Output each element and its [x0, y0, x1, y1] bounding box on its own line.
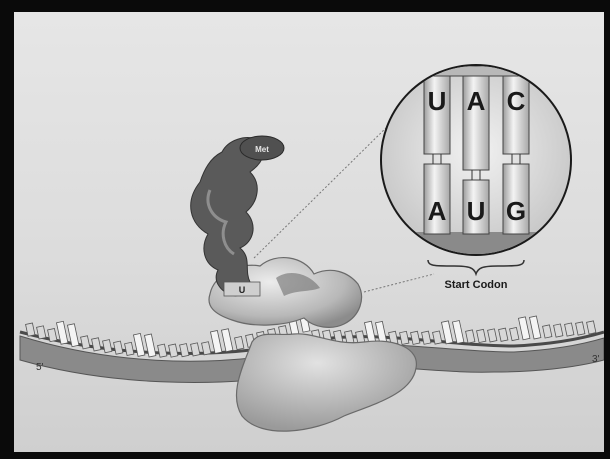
mrna-base: [125, 342, 134, 355]
mrna-base: [158, 344, 167, 357]
small-ribosomal-subunit: [236, 334, 416, 431]
illustration-panel: 5' 3' Met U: [14, 12, 604, 452]
five-prime-label: 5': [36, 362, 44, 373]
anticodon-small-label: U: [239, 285, 246, 295]
start-codon-brace: [428, 260, 524, 274]
trna-anticodon-small: U: [224, 282, 260, 296]
mrna-base: [529, 316, 540, 339]
mrna-base: [422, 331, 431, 344]
anticodon-letter-u: U: [428, 86, 447, 116]
mrna-base: [510, 327, 519, 340]
mrna-base: [543, 325, 552, 338]
mrna-base: [114, 341, 123, 354]
mrna-base: [169, 344, 178, 357]
mrna-base: [235, 336, 244, 349]
mrna-base: [477, 329, 486, 342]
mrna-base: [587, 321, 596, 334]
codon-zoom-circle: U A C A U G: [376, 64, 576, 262]
mrna-base: [565, 323, 574, 336]
mrna-base: [81, 336, 90, 349]
mrna-base: [400, 331, 409, 344]
mrna-base: [92, 338, 101, 351]
codon-letter-g: G: [506, 196, 526, 226]
mrna-base: [518, 317, 529, 340]
mrna-base: [210, 330, 221, 353]
translation-initiation-diagram: 5' 3' Met U: [14, 12, 604, 452]
three-prime-label: 3': [592, 354, 600, 365]
mrna-base: [488, 329, 497, 342]
mrna-base: [221, 329, 232, 352]
mrna-base: [452, 321, 463, 344]
zoom-line-lower: [364, 274, 434, 292]
mrna-base: [411, 331, 420, 344]
mrna-base: [576, 322, 585, 335]
mrna-base: [554, 324, 563, 337]
mrna-base: [103, 340, 112, 353]
codon-letter-u: U: [467, 196, 486, 226]
anticodon-letter-a: A: [467, 86, 486, 116]
mrna-base: [466, 330, 475, 343]
mrna-base: [133, 333, 144, 356]
met-label: Met: [255, 145, 269, 154]
anticodon-letter-c: C: [507, 86, 526, 116]
start-codon-label: Start Codon: [445, 279, 508, 291]
codon-letter-a: A: [428, 196, 447, 226]
mrna-base: [499, 328, 508, 341]
